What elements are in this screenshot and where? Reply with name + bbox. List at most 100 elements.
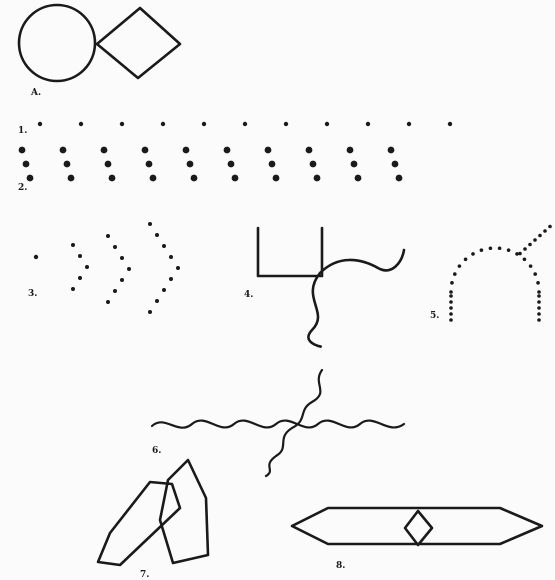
- figure-2-dot: [60, 147, 67, 154]
- figure-5-dot: [498, 246, 502, 250]
- figure-2-dot: [392, 161, 399, 168]
- figure-a-label: A.: [30, 88, 41, 98]
- figure-5-dot: [529, 264, 533, 268]
- figure-2-dot: [314, 175, 321, 182]
- figure-5-dot: [489, 246, 493, 250]
- figure-1-dot: [325, 122, 329, 126]
- figure-4-curve: [320, 250, 404, 273]
- figure-3-dotted-chevrons: 3.: [28, 222, 180, 314]
- figure-2-dot: [265, 147, 272, 154]
- figure-3-dot: [162, 244, 166, 248]
- figure-3-dot: [176, 266, 180, 270]
- figure-1-dot: [202, 122, 206, 126]
- figure-2-dot: [109, 175, 116, 182]
- figure-2-dot: [232, 175, 239, 182]
- figure-2-label: 2.: [18, 183, 27, 193]
- figure-2-dot: [355, 175, 362, 182]
- figure-2-dot: [388, 147, 395, 154]
- figure-7-hexagon-right: [160, 460, 208, 563]
- figure-7: 7.: [98, 460, 208, 580]
- figure-2-dot: [228, 161, 235, 168]
- figure-5-dot: [537, 312, 541, 316]
- figure-5-dot: [480, 248, 484, 252]
- figure-5-dot: [523, 247, 527, 251]
- figure-2-dot: [142, 147, 149, 154]
- figure-5-dot: [453, 272, 457, 276]
- figure-5-dot: [449, 318, 453, 322]
- figure-2-dot: [306, 147, 313, 154]
- figure-2-dot: [105, 161, 112, 168]
- figure-8-label: 8.: [336, 561, 345, 571]
- figure-3-dot: [85, 265, 89, 269]
- figure-5-dot: [449, 294, 453, 298]
- figure-3-dot: [113, 245, 117, 249]
- figure-2-dot: [396, 175, 403, 182]
- figure-6-horizontal-wave: [152, 421, 404, 428]
- figure-1-label: 1.: [18, 126, 27, 136]
- figure-3-dot: [162, 288, 166, 292]
- figure-1-dot: [38, 122, 42, 126]
- figure-2-dot: [146, 161, 153, 168]
- figure-3-dot: [148, 310, 152, 314]
- figure-5-dot: [464, 258, 468, 262]
- figure-5-dot: [507, 248, 511, 252]
- figure-3-dot: [169, 255, 173, 259]
- figure-2-dot: [64, 161, 71, 168]
- figure-2-dot: [191, 175, 198, 182]
- figure-5-dot: [533, 272, 537, 276]
- figure-1-dot: [448, 122, 452, 126]
- figure-3-dot: [120, 278, 124, 282]
- figure-1-dot: [284, 122, 288, 126]
- figure-1-dot: [79, 122, 83, 126]
- figure-8: 8.: [292, 508, 542, 571]
- figure-3-dot: [106, 234, 110, 238]
- figure-2-dot: [347, 147, 354, 154]
- figure-2-dot: [310, 161, 317, 168]
- figure-7-hexagon-left: [98, 482, 180, 565]
- figure-2-dot-groups: 2.: [18, 147, 402, 193]
- figure-5-dot: [518, 252, 522, 256]
- figure-3-dot: [78, 276, 82, 280]
- figure-a-circle: [19, 5, 95, 81]
- figure-1-dot: [243, 122, 247, 126]
- figure-1-dot: [120, 122, 124, 126]
- figure-2-dot: [23, 161, 30, 168]
- figure-6-label: 6.: [152, 446, 161, 456]
- figure-5-dot: [537, 300, 541, 304]
- figure-5-dot: [471, 252, 475, 256]
- figure-5-dot: [533, 238, 537, 242]
- figure-4-bracket: [258, 228, 322, 276]
- figure-2-dot: [351, 161, 358, 168]
- figure-3-dot: [148, 222, 152, 226]
- figure-5-dot: [523, 258, 527, 262]
- figure-5-dot: [536, 281, 540, 285]
- figure-a-diamond: [97, 8, 180, 78]
- figure-5-dot: [537, 306, 541, 310]
- figure-5-label: 5.: [430, 311, 439, 321]
- figure-8-small-diamond: [405, 511, 432, 545]
- figure-4-wavy-line: [308, 273, 320, 347]
- figure-5-dot: [537, 290, 541, 294]
- figure-2-dot: [224, 147, 231, 154]
- figure-4: 4.: [244, 228, 404, 347]
- figure-2-dot: [269, 161, 276, 168]
- figure-5-dot: [548, 225, 552, 229]
- figure-3-dot: [127, 267, 131, 271]
- figure-5-dot: [449, 300, 453, 304]
- figure-2-dot: [273, 175, 280, 182]
- figure-2-dot: [101, 147, 108, 154]
- figure-6: 6.: [152, 370, 404, 476]
- figure-1-dot: [161, 122, 165, 126]
- figure-1-dot: [407, 122, 411, 126]
- figure-5-dot: [458, 264, 462, 268]
- figure-5-dot: [449, 312, 453, 316]
- figure-1-dot-row: 1.: [18, 122, 452, 136]
- figure-5-dot: [450, 281, 454, 285]
- figure-2-dot: [68, 175, 75, 182]
- figure-3-dot: [78, 254, 82, 258]
- figure-5-dot: [537, 318, 541, 322]
- figure-2-dot: [183, 147, 190, 154]
- figure-7-label: 7.: [140, 570, 149, 580]
